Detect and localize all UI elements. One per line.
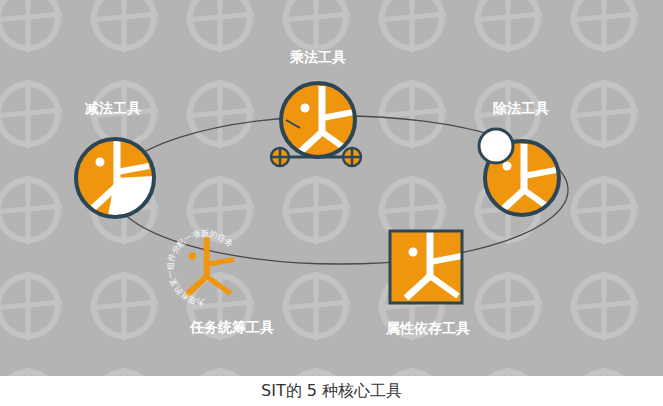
- caption-band: SIT的 5 种核心工具: [0, 376, 663, 406]
- tool-node: 除法工具: [489, 97, 553, 119]
- tool-label: 乘法工具: [290, 48, 346, 66]
- tool-label: 除法工具: [493, 99, 549, 117]
- tool-node: 减法工具: [81, 97, 145, 119]
- tool-node: 任务统筹工具: [186, 316, 278, 338]
- ring-text: 为现有的某一组件分配一项新的任务: [166, 229, 235, 307]
- tool-label: 属性依存工具: [386, 319, 470, 337]
- tool-node: 乘法工具: [286, 46, 350, 68]
- tool-label: 减法工具: [85, 99, 141, 117]
- caption: SIT的 5 种核心工具: [261, 381, 402, 400]
- tool-node: 属性依存工具: [382, 317, 474, 339]
- tool-label: 任务统筹工具: [190, 318, 274, 336]
